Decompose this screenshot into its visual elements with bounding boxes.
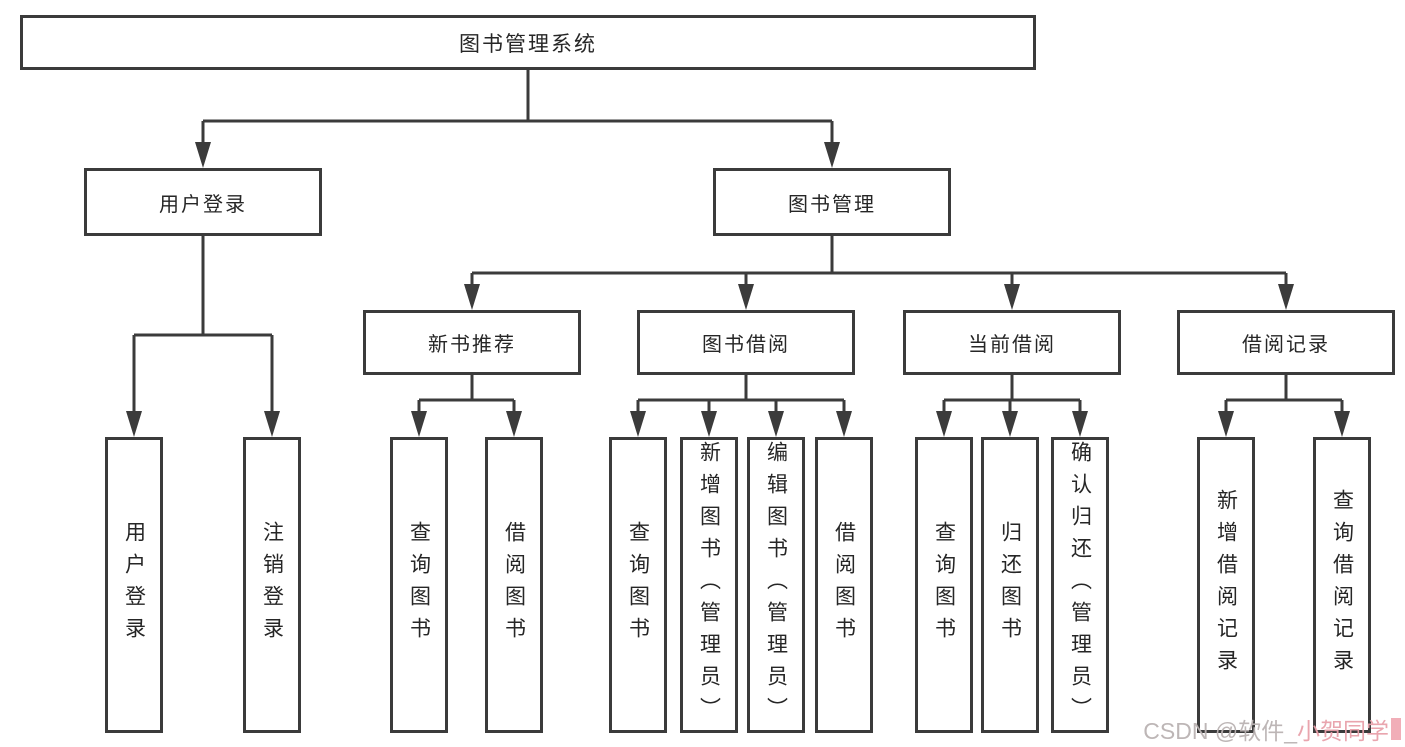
leaf-add-borrow-record-label: 新增借阅记录 xyxy=(1214,489,1238,681)
leaf-borrow-books-1: 借阅图书 xyxy=(485,437,543,733)
leaf-borrow-books-1-label: 借阅图书 xyxy=(502,521,526,649)
node-book-borrow-label: 图书借阅 xyxy=(702,334,790,356)
node-library-system-label: 图书管理系统 xyxy=(459,32,597,56)
node-new-book-recommend: 新书推荐 xyxy=(363,310,581,375)
node-current-borrow: 当前借阅 xyxy=(903,310,1121,375)
leaf-query-books-3-label: 查询图书 xyxy=(932,521,956,649)
leaf-edit-books-admin: 编辑图书（管理员） xyxy=(747,437,805,733)
node-current-borrow-label: 当前借阅 xyxy=(968,334,1056,356)
leaf-logout-label: 注销登录 xyxy=(260,521,284,649)
node-borrow-records: 借阅记录 xyxy=(1177,310,1395,375)
node-book-management-label: 图书管理 xyxy=(788,193,876,216)
leaf-query-borrow-record-label: 查询借阅记录 xyxy=(1330,489,1354,681)
leaf-query-books-1-label: 查询图书 xyxy=(407,521,431,649)
leaf-add-books-admin-label: 新增图书（管理员） xyxy=(697,441,721,729)
leaf-borrow-books-2: 借阅图书 xyxy=(815,437,873,733)
leaf-edit-books-admin-label: 编辑图书（管理员） xyxy=(764,441,788,729)
leaf-query-books-2-label: 查询图书 xyxy=(626,521,650,649)
node-library-system: 图书管理系统 xyxy=(20,15,1036,70)
leaf-user-login-label: 用户登录 xyxy=(122,521,146,649)
leaf-query-borrow-record: 查询借阅记录 xyxy=(1313,437,1371,733)
node-user-login-label: 用户登录 xyxy=(159,193,247,216)
csdn-watermark-pink: 小贺同学 xyxy=(1297,718,1389,744)
csdn-watermark-gray: CSDN @软件_ xyxy=(1143,718,1297,744)
leaf-confirm-return-admin: 确认归还（管理员） xyxy=(1051,437,1109,733)
node-book-management: 图书管理 xyxy=(713,168,951,236)
node-user-login: 用户登录 xyxy=(84,168,322,236)
node-new-book-recommend-label: 新书推荐 xyxy=(428,334,516,356)
leaf-confirm-return-admin-label: 确认归还（管理员） xyxy=(1068,441,1092,729)
leaf-borrow-books-2-label: 借阅图书 xyxy=(832,521,856,649)
leaf-return-books: 归还图书 xyxy=(981,437,1039,733)
leaf-return-books-label: 归还图书 xyxy=(998,521,1022,649)
leaf-query-books-2: 查询图书 xyxy=(609,437,667,733)
leaf-query-books-3: 查询图书 xyxy=(915,437,973,733)
leaf-add-books-admin: 新增图书（管理员） xyxy=(680,437,738,733)
csdn-watermark-block xyxy=(1391,718,1401,740)
node-book-borrow: 图书借阅 xyxy=(637,310,855,375)
node-borrow-records-label: 借阅记录 xyxy=(1242,334,1330,356)
csdn-watermark: CSDN @软件_小贺同学 xyxy=(1143,712,1401,746)
leaf-query-books-1: 查询图书 xyxy=(390,437,448,733)
leaf-add-borrow-record: 新增借阅记录 xyxy=(1197,437,1255,733)
leaf-logout: 注销登录 xyxy=(243,437,301,733)
leaf-user-login: 用户登录 xyxy=(105,437,163,733)
